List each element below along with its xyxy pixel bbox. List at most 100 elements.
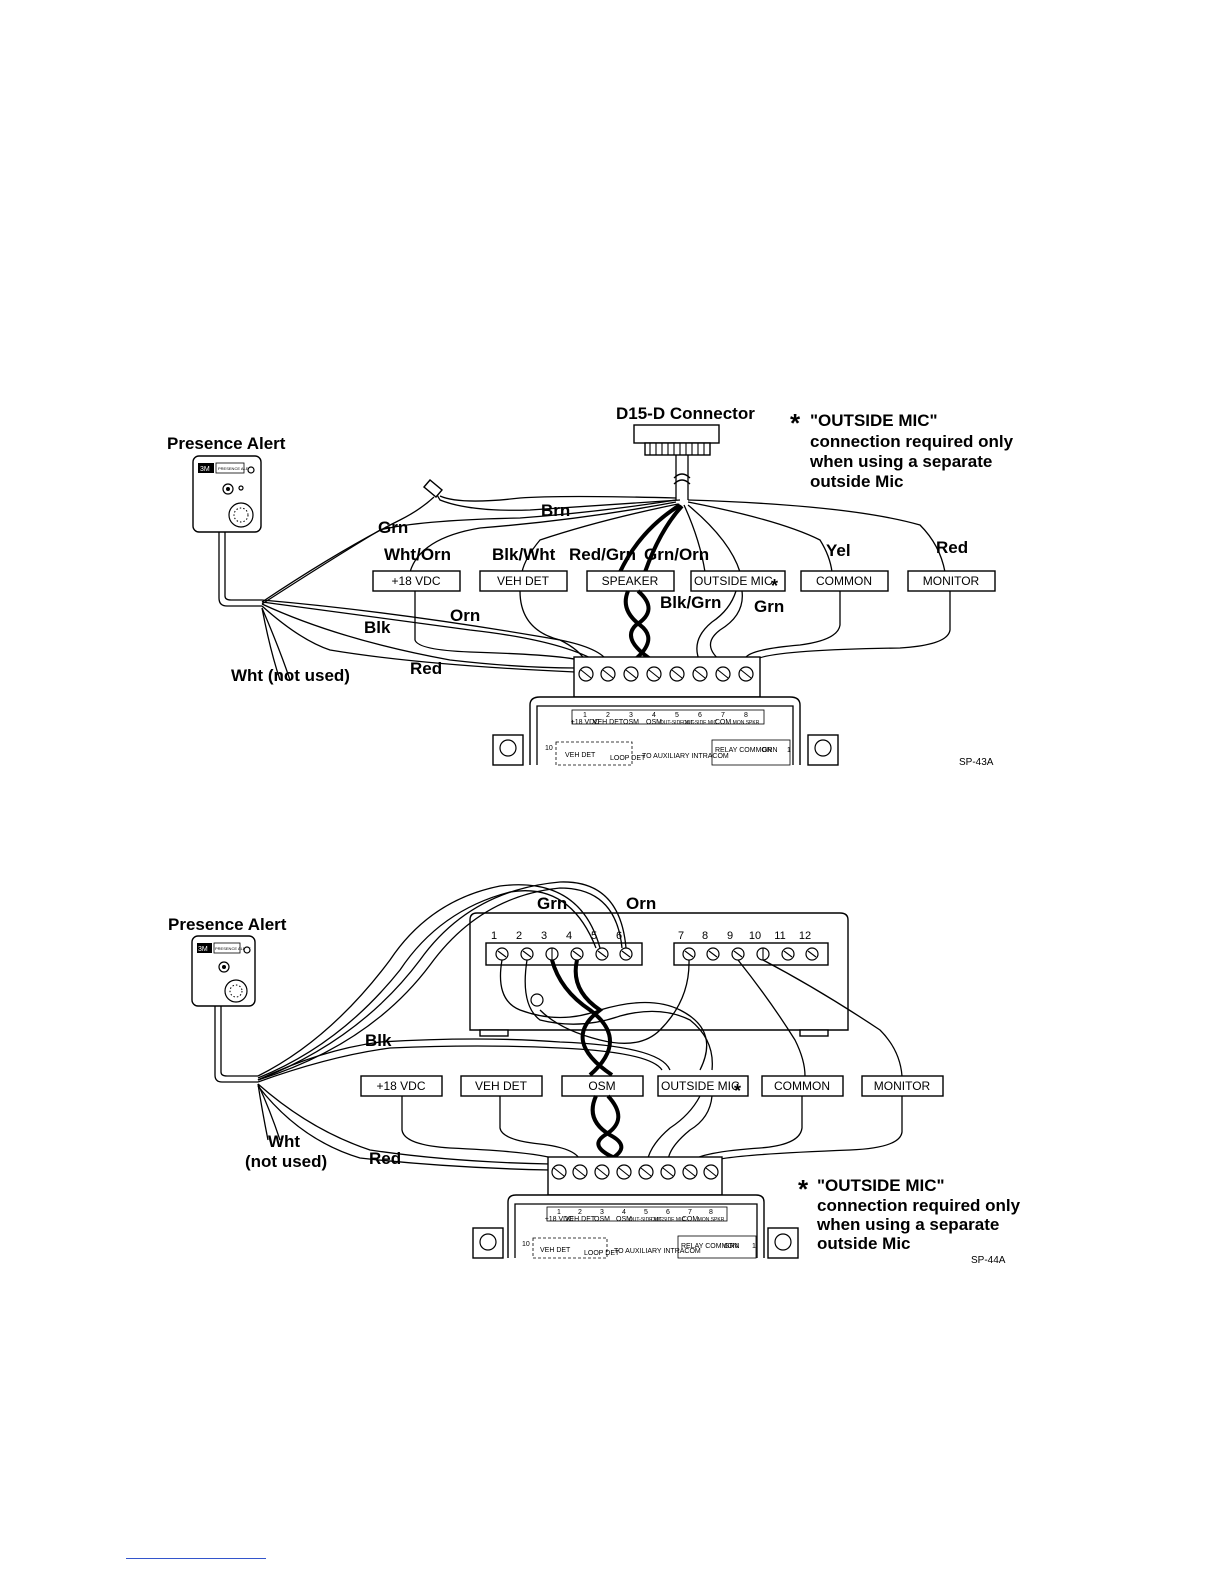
diagram-sp44a: 3M PRESENCE ALERT Presence Alert [168, 881, 1021, 1266]
footer-rule [126, 1558, 266, 1559]
wire-label-yel: Yel [826, 541, 851, 560]
wire-label-blk: Blk [364, 618, 391, 637]
wire-label-red: Red [410, 659, 442, 678]
svg-text:+18 VDC: +18 VDC [571, 719, 600, 726]
box-common-1 [800, 570, 889, 592]
svg-text:5: 5 [644, 1209, 648, 1216]
svg-text:3: 3 [600, 1209, 604, 1216]
svg-text:12: 12 [799, 930, 811, 942]
svg-text:outside Mic: outside Mic [817, 1234, 911, 1253]
wire-label-blk-b: Blk [365, 1031, 392, 1050]
wire-label-grn: Grn [378, 518, 408, 537]
diagram-code-2: SP-44A [971, 1255, 1006, 1266]
svg-text:TO AUXILIARY INTRACOM: TO AUXILIARY INTRACOM [614, 1248, 701, 1255]
svg-text:MON SPKR: MON SPKR [733, 720, 760, 726]
svg-text:COMMON: COMMON [774, 1079, 830, 1093]
svg-text:8: 8 [702, 930, 708, 942]
svg-text:TO AUXILIARY INTRACOM: TO AUXILIARY INTRACOM [642, 753, 729, 760]
svg-text:1: 1 [787, 747, 791, 754]
svg-text:9: 9 [727, 930, 733, 942]
device-title-1: Presence Alert [167, 434, 286, 453]
wire-label-grn-orn: Grn/Orn [644, 545, 709, 564]
svg-text:+18 VDC: +18 VDC [545, 1216, 574, 1223]
svg-text:7: 7 [721, 712, 725, 719]
svg-text:5: 5 [675, 712, 679, 719]
box-outside-mic-1 [690, 570, 786, 592]
svg-text:"OUTSIDE MIC": "OUTSIDE MIC" [810, 411, 938, 430]
svg-text:COMMON: COMMON [816, 574, 872, 588]
terminal-block-2 [547, 1156, 723, 1196]
wire-label-wht-not-used: Wht (not used) [231, 666, 350, 685]
wire-label-blk-wht: Blk/Wht [492, 545, 556, 564]
svg-text:COM: COM [682, 1216, 699, 1223]
box-vehdet-1 [479, 570, 568, 592]
svg-text:COM: COM [715, 719, 732, 726]
svg-text:OSM: OSM [588, 1079, 615, 1093]
svg-text:1: 1 [752, 1243, 756, 1250]
svg-text:6: 6 [616, 930, 622, 942]
wire-label-not-used-b: (not used) [245, 1152, 327, 1171]
svg-text:OUT-SIDE MIC: OUT-SIDE MIC [651, 1217, 686, 1223]
svg-text:10: 10 [545, 745, 553, 752]
svg-text:2: 2 [516, 930, 522, 942]
svg-text:+18 VDC: +18 VDC [376, 1079, 425, 1093]
svg-text:SPEAKER: SPEAKER [602, 574, 659, 588]
svg-text:LOOP DET: LOOP DET [610, 755, 646, 762]
svg-text:*: * [798, 1174, 809, 1204]
diagram-sp43a: 3M PRESENCE ALERT Presence Alert D15-D C… [167, 404, 1014, 768]
connector-title: D15-D Connector [616, 404, 755, 423]
svg-text:6: 6 [666, 1209, 670, 1216]
presence-alert-device-2: 3M PRESENCE ALERT [191, 935, 256, 1007]
svg-text:GRN: GRN [762, 747, 778, 754]
box-speaker-1 [586, 570, 675, 592]
svg-text:1: 1 [557, 1209, 561, 1216]
svg-text:GRN: GRN [724, 1243, 740, 1250]
top-terminal-unit [469, 912, 849, 1037]
device-title-2: Presence Alert [168, 915, 287, 934]
box-18vdc-1 [372, 570, 461, 592]
svg-text:OSM: OSM [623, 719, 639, 726]
device-badge-2: PRESENCE ALERT [215, 946, 251, 951]
svg-text:8: 8 [709, 1209, 713, 1216]
presence-alert-device-1: 3M PRESENCE ALERT [192, 455, 262, 533]
svg-text:2: 2 [578, 1209, 582, 1216]
svg-text:6: 6 [698, 712, 702, 719]
svg-text:MONITOR: MONITOR [923, 574, 980, 588]
svg-text:4: 4 [652, 712, 656, 719]
svg-text:4: 4 [566, 930, 572, 942]
note-outside-mic-2: * "OUTSIDE MIC" connection required only… [798, 1174, 1021, 1253]
svg-text:5: 5 [591, 930, 597, 942]
svg-text:+18 VDC: +18 VDC [391, 574, 440, 588]
svg-text:OSM: OSM [646, 719, 662, 726]
wire-label-orn: Orn [450, 606, 480, 625]
svg-text:10: 10 [522, 1241, 530, 1248]
svg-text:3: 3 [629, 712, 633, 719]
device-badge-1: PRESENCE ALERT [218, 466, 254, 471]
svg-text:11: 11 [774, 930, 785, 942]
svg-text:RELAY COMMON: RELAY COMMON [681, 1243, 738, 1250]
svg-text:2: 2 [606, 712, 610, 719]
svg-text:VEH DET: VEH DET [497, 574, 550, 588]
svg-text:8: 8 [744, 712, 748, 719]
svg-text:10: 10 [749, 930, 761, 942]
svg-text:OUT-SIDE MIC: OUT-SIDE MIC [629, 1217, 664, 1223]
svg-text:OUTSIDE MIC: OUTSIDE MIC [694, 574, 773, 588]
wire-label-red-b: Red [369, 1149, 401, 1168]
svg-text:when using a separate: when using a separate [816, 1215, 999, 1234]
svg-text:OSM: OSM [616, 1216, 632, 1223]
svg-text:connection required only: connection required only [810, 432, 1014, 451]
wire-label-wht-orn: Wht/Orn [384, 545, 451, 564]
svg-text:7: 7 [678, 930, 684, 942]
label-boxes-2: +18 VDC VEH DET OSM OUTSIDE MIC * COMMON… [360, 1075, 944, 1101]
svg-text:VEH DET: VEH DET [565, 1216, 596, 1223]
svg-text:OUT-SIDE MIC: OUT-SIDE MIC [660, 720, 695, 726]
svg-text:connection required only: connection required only [817, 1196, 1021, 1215]
device-logo-1: 3M [200, 466, 210, 473]
svg-text:OUT-SIDE MIC: OUT-SIDE MIC [683, 720, 718, 726]
svg-text:OUTSIDE MIC: OUTSIDE MIC [661, 1079, 740, 1093]
svg-text:*: * [771, 576, 778, 596]
terminal-block-1 [573, 656, 761, 698]
svg-text:*: * [734, 1081, 741, 1101]
